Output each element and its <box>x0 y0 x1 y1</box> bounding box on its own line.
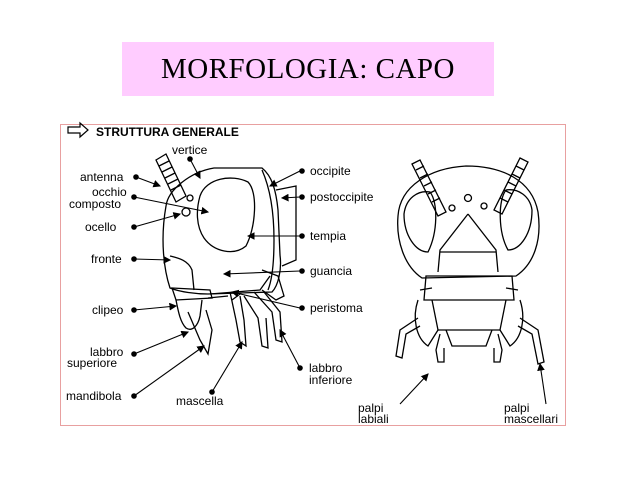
frontal-head-drawing <box>395 157 545 365</box>
label-occipite: occipite <box>310 164 351 178</box>
label-guancia: guancia <box>310 264 352 278</box>
label-mandibola: mandibola <box>66 389 122 403</box>
slide-title-box: MORFOLOGIA: CAPO <box>122 42 494 96</box>
label-ocello: ocello <box>85 220 117 234</box>
label-peristoma: peristoma <box>310 301 363 315</box>
leader-dots <box>131 156 305 399</box>
label-fronte: fronte <box>91 252 122 266</box>
leader-lines <box>133 158 547 405</box>
label-palpi-labiali-2: labiali <box>358 412 389 426</box>
label-tempia: tempia <box>310 229 346 243</box>
label-occhio: occhio <box>92 185 127 199</box>
label-vertice: vertice <box>172 143 208 157</box>
section-heading: STRUTTURA GENERALE <box>96 125 239 139</box>
label-labbro-sup-2: superiore <box>67 356 117 370</box>
label-clipeo: clipeo <box>92 303 124 317</box>
slide-title: MORFOLOGIA: CAPO <box>160 52 455 85</box>
label-composto: composto <box>69 197 121 211</box>
label-labbro-inf-1: labbro <box>309 361 343 375</box>
lateral-head-drawing <box>155 153 297 356</box>
label-labbro-sup-1: labbro <box>90 345 124 359</box>
header-arrow-icon <box>67 121 89 139</box>
label-palpi-mascellari-1: palpi <box>504 401 529 415</box>
label-mascella: mascella <box>176 394 224 408</box>
label-palpi-mascellari-2: mascellari <box>504 412 558 426</box>
label-palpi-labiali-1: palpi <box>358 401 383 415</box>
label-labbro-inf-2: inferiore <box>309 373 353 387</box>
label-antenna: antenna <box>80 170 124 184</box>
label-postoccipite: postoccipite <box>310 190 374 204</box>
figure-frame <box>60 124 566 426</box>
